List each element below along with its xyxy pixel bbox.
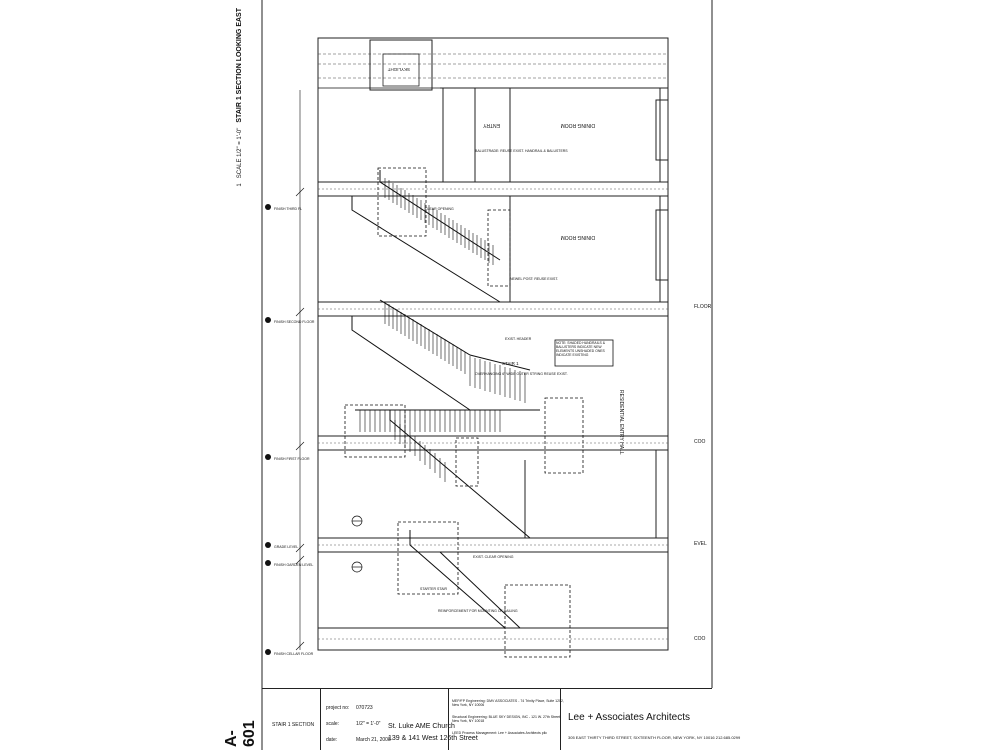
room-label-entry-hall: RESIDENTIAL ENTRY HALL xyxy=(618,390,624,455)
annotation-2: CLEAR OPENING xyxy=(425,207,454,211)
scale-label: scale: xyxy=(326,721,340,727)
annotation-8: STARTER STAIR xyxy=(420,587,448,591)
annotation-6: REINFORCEMENT FOR MOUNTING OF RAILING xyxy=(438,609,518,613)
note-text: NOTE: SHADED HANDRAILS & BALUSTERS INDIC… xyxy=(556,341,605,357)
room-label-entry: ENTRY xyxy=(482,122,500,128)
level-label-5: FINISH CELLAR FLOOR xyxy=(274,652,314,656)
svg-text:EVEL: EVEL xyxy=(694,541,707,547)
skylight-label: SKYLIGHT xyxy=(387,67,410,72)
sheet-number: A-601 xyxy=(223,720,258,747)
sidebar-scale: SCALE 1/2" = 1'-0" xyxy=(237,127,243,179)
svg-text:FLOOR: FLOOR xyxy=(694,304,712,310)
sheet-title: STAIR 1 SECTION xyxy=(272,722,315,728)
detail-callouts xyxy=(344,167,584,658)
sidebar-title: 1 SCALE 1/2" = 1'-0" STAIR 1 SECTION LOO… xyxy=(236,8,243,187)
stair-flights xyxy=(351,170,540,629)
level-label-1: FINISH SECOND FLOOR xyxy=(274,320,315,324)
sidebar-title-text: STAIR 1 SECTION LOOKING EAST xyxy=(236,8,243,123)
annotation-1: BALUSTRADE: REUSE EXIST. HANDRAIL & BALU… xyxy=(475,149,568,153)
date-value: March 21, 2008 xyxy=(356,737,391,743)
svg-text:COO: COO xyxy=(694,636,706,642)
level-label-3: GRADE LEVEL xyxy=(274,545,298,549)
stair-label: STAIR 1 xyxy=(502,361,519,366)
project-no: 070723 xyxy=(356,705,373,711)
scale-value: 1/2" = 1'-0" xyxy=(356,721,381,727)
annotations: BALUSTRADE: REUSE EXIST. HANDRAIL & BALU… xyxy=(420,149,568,613)
annotation-5: OVERHANGING 6" WIDE OUTER STRING REUSE E… xyxy=(475,372,568,376)
room-label-dining-1: DINING ROOM xyxy=(561,122,595,128)
annotation-3: EXIST. HEADER xyxy=(505,337,532,341)
svg-text:COO: COO xyxy=(694,439,706,445)
level-label-2: FINISH FIRST FLOOR xyxy=(274,457,310,461)
project-address: 139 & 141 West 126th Street xyxy=(388,735,478,742)
firm-address: 305 EAST THIRTY THIRD STREET, SIXTEENTH … xyxy=(568,735,741,740)
level-label-0: FINISH THIRD FL xyxy=(274,207,302,211)
consultant-1: MEP/FP Engineering: DMV ASSOCIATES - 74 … xyxy=(452,699,564,707)
annotation-7: EXIST. CLEAR OPENING xyxy=(473,555,514,559)
firm-name: Lee + Associates Architects xyxy=(568,712,691,723)
date-label: date: xyxy=(326,737,338,743)
annotation-4: NEWEL POST: REUSE EXIST. xyxy=(510,277,558,281)
level-markers xyxy=(265,204,271,655)
level-label-4: FINISH GARDEN LEVEL xyxy=(274,563,313,567)
title-block: project no: 070723 scale: 1/2" = 1'-0" d… xyxy=(268,688,703,749)
balusters xyxy=(359,178,526,482)
project-no-label: project no: xyxy=(326,705,350,711)
consultant-3: LEED Process Management: Lee + Associate… xyxy=(452,731,548,735)
consultant-2: Structural Engineering: BLUE SKY DESIGN,… xyxy=(452,715,562,723)
room-label-dining-2: DINING ROOM xyxy=(561,234,595,240)
project-name: St. Luke AME Church xyxy=(388,723,455,730)
sidebar-num: 1 xyxy=(237,183,243,187)
right-edge-labels: FLOOR COO EVEL COO xyxy=(694,304,712,642)
level-labels: FINISH THIRD FL FINISH SECOND FLOOR FINI… xyxy=(274,207,315,656)
